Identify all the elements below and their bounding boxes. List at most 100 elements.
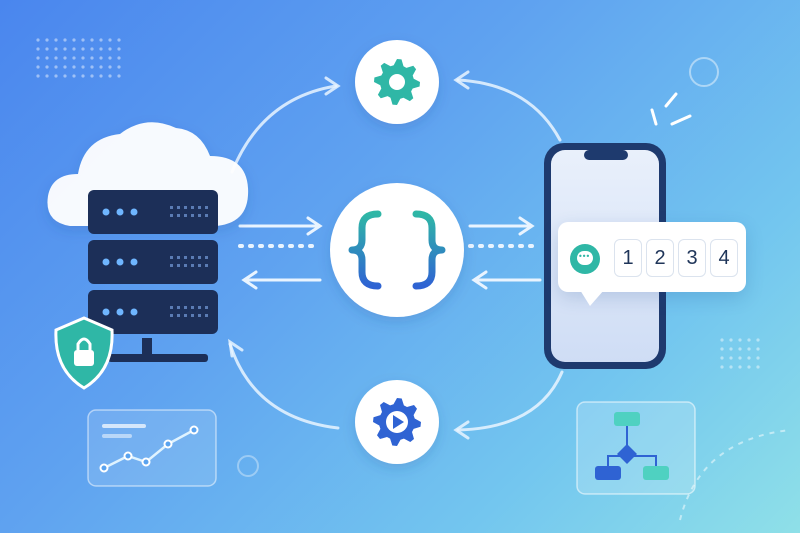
server-vent	[170, 214, 173, 217]
line-chart-icon	[99, 425, 199, 473]
otp-digit-1[interactable]: 1	[614, 239, 642, 277]
server-vent	[191, 256, 194, 259]
smartphone-icon	[544, 143, 666, 369]
server-vent	[191, 306, 194, 309]
server-vent	[205, 264, 208, 267]
server-vent	[198, 314, 201, 317]
server-vent	[177, 306, 180, 309]
dot	[108, 47, 112, 51]
dot	[54, 47, 58, 51]
arc-bottom-right	[456, 370, 564, 432]
dot	[54, 74, 58, 78]
server-unit	[88, 190, 218, 234]
server-vent	[184, 264, 187, 267]
dot	[108, 38, 112, 42]
arrowhead	[453, 70, 470, 90]
dot	[72, 74, 76, 78]
dot	[45, 38, 49, 42]
dot	[117, 65, 121, 69]
server-unit	[88, 240, 218, 284]
line-chart-card	[87, 409, 217, 487]
dot	[90, 74, 94, 78]
server-vent	[177, 206, 180, 209]
dot	[63, 65, 67, 69]
dot	[756, 338, 760, 342]
arrowhead	[324, 76, 341, 96]
arrowhead	[241, 270, 258, 290]
deco-ring	[689, 57, 719, 87]
otp-digit-2[interactable]: 2	[646, 239, 674, 277]
arc-top-right	[456, 78, 562, 142]
deco-dashed-arc	[679, 429, 791, 521]
shield-lock-icon	[54, 316, 114, 390]
server-led	[102, 208, 110, 216]
notification-burst	[650, 92, 692, 126]
arrowhead	[306, 216, 323, 236]
dot	[81, 56, 85, 60]
dot	[108, 74, 112, 78]
server-vent	[198, 206, 201, 209]
server-led	[130, 258, 138, 266]
dot	[720, 365, 724, 369]
server-vent	[205, 214, 208, 217]
dot-grid-right	[720, 338, 760, 369]
otp-digit-4[interactable]: 4	[710, 239, 738, 277]
server-vent	[184, 214, 187, 217]
dot	[81, 74, 85, 78]
server-stand	[142, 338, 152, 358]
dot	[72, 47, 76, 51]
phone-notch	[584, 150, 628, 160]
dot	[90, 65, 94, 69]
server-vent	[184, 256, 187, 259]
dot	[738, 365, 742, 369]
play-triangle	[393, 415, 404, 429]
dot	[117, 47, 121, 51]
dot	[720, 338, 724, 342]
server-led	[116, 308, 124, 316]
arrowhead	[453, 420, 470, 440]
server-vent	[191, 206, 194, 209]
server-vent	[198, 306, 201, 309]
server-vent	[170, 264, 173, 267]
dot	[756, 365, 760, 369]
server-vent	[184, 306, 187, 309]
dot	[108, 65, 112, 69]
arrowhead	[471, 270, 488, 290]
otp-digit-3[interactable]: 3	[678, 239, 706, 277]
otp-code-card: 1 2 3 4	[558, 222, 746, 306]
dot	[729, 365, 733, 369]
dot	[90, 38, 94, 42]
server-vent	[177, 214, 180, 217]
dot	[45, 65, 49, 69]
dot	[729, 338, 733, 342]
chart-point	[123, 451, 133, 461]
arc-top-left	[230, 84, 338, 174]
dot	[108, 56, 112, 60]
dot	[738, 347, 742, 351]
server-led	[130, 208, 138, 216]
dot	[45, 74, 49, 78]
dot	[99, 74, 103, 78]
dot	[63, 47, 67, 51]
dot	[72, 65, 76, 69]
arc-bottom-left	[228, 342, 340, 430]
gear-play-icon	[373, 398, 421, 446]
server-led	[116, 208, 124, 216]
dot	[90, 47, 94, 51]
server-led	[102, 258, 110, 266]
server-led	[116, 258, 124, 266]
server-vent	[191, 264, 194, 267]
dot	[63, 56, 67, 60]
gear-icon	[374, 59, 420, 105]
server-rack-icon	[88, 190, 218, 362]
dot	[72, 38, 76, 42]
dot	[747, 365, 751, 369]
server-unit	[88, 290, 218, 334]
dot	[36, 56, 40, 60]
flowchart-icon	[595, 412, 669, 480]
dot	[36, 38, 40, 42]
server-vent	[198, 256, 201, 259]
server-vent	[177, 314, 180, 317]
server-vent	[205, 256, 208, 259]
dot	[81, 65, 85, 69]
